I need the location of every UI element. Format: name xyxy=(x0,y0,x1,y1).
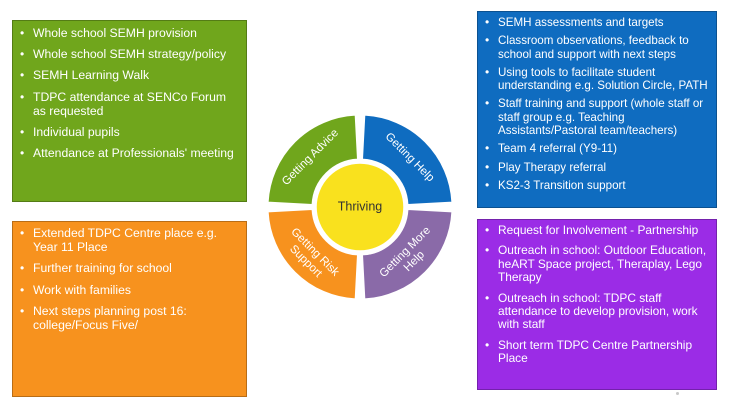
list-item: KS2-3 Transition support xyxy=(485,179,712,193)
getting-help-list: SEMH assessments and targets Classroom o… xyxy=(478,16,716,193)
segment-getting-help xyxy=(361,114,453,206)
thriving-label: Thriving xyxy=(338,199,383,213)
getting-advice-list: Whole school SEMH provision Whole school… xyxy=(13,26,246,161)
list-item: TDPC attendance at SENCo Forum as reques… xyxy=(20,90,242,118)
list-item: Work with families xyxy=(20,283,242,297)
list-item: Using tools to facilitate student unders… xyxy=(485,66,712,93)
list-item: Whole school SEMH strategy/policy xyxy=(20,47,242,61)
list-item: Attendance at Professionals' meeting xyxy=(20,146,242,160)
list-item: Play Therapy referral xyxy=(485,161,712,175)
list-item: Short term TDPC Centre Partnership Place xyxy=(485,338,712,366)
list-item: SEMH assessments and targets xyxy=(485,16,712,30)
getting-risk-support-list: Extended TDPC Centre place e.g. Year 11 … xyxy=(13,226,246,332)
list-item: Team 4 referral (Y9-11) xyxy=(485,142,712,156)
list-item: Staff training and support (whole staff … xyxy=(485,97,712,137)
list-item: SEMH Learning Walk xyxy=(20,68,242,82)
getting-advice-box: Whole school SEMH provision Whole school… xyxy=(12,20,247,202)
getting-help-box: SEMH assessments and targets Classroom o… xyxy=(477,11,717,208)
list-item: Outreach in school: Outdoor Education, h… xyxy=(485,244,712,284)
list-item: Outreach in school: TDPC staff attendanc… xyxy=(485,291,712,332)
list-item: Extended TDPC Centre place e.g. Year 11 … xyxy=(20,226,242,254)
list-item: Further training for school xyxy=(20,261,242,275)
list-item: Classroom observations, feedback to scho… xyxy=(485,34,712,61)
list-item: Whole school SEMH provision xyxy=(20,26,242,40)
getting-more-help-list: Request for Involvement - Partnership Ou… xyxy=(478,223,716,366)
thriving-center xyxy=(315,162,405,252)
getting-more-help-box: Request for Involvement - Partnership Ou… xyxy=(477,219,717,390)
segment-getting-advice xyxy=(267,114,359,206)
segment-getting-more-help xyxy=(361,208,453,300)
segment-getting-risk-support xyxy=(267,208,359,300)
getting-risk-support-box: Extended TDPC Centre place e.g. Year 11 … xyxy=(12,221,247,397)
slide-marker xyxy=(676,392,679,395)
list-item: Individual pupils xyxy=(20,125,242,139)
list-item: Request for Involvement - Partnership xyxy=(485,223,712,238)
list-item: Next steps planning post 16: college/Foc… xyxy=(20,304,242,332)
